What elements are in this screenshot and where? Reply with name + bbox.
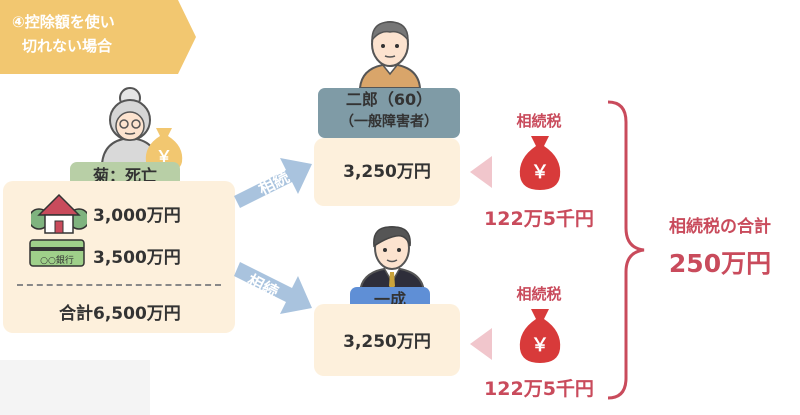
step-banner: ④控除額を使い 切れない場合	[0, 0, 200, 74]
kazunari-tax-yen-symbol: ￥	[531, 335, 549, 356]
jiro-tax-yen-symbol: ￥	[531, 162, 549, 183]
bankbook-icon: ○○銀行	[29, 239, 85, 267]
banner-line-1: ④控除額を使い	[12, 13, 115, 31]
grandmother-avatar-icon	[100, 87, 160, 165]
estate-total: 合計6,500万円	[59, 304, 181, 324]
banner-line-2: 切れない場合	[22, 37, 113, 55]
tax-pointer-upper-icon	[470, 156, 492, 188]
total-brace	[607, 100, 645, 400]
total-tax-amount: 250万円	[668, 249, 772, 278]
kazunari-tax-money-bag-icon: ￥	[519, 309, 561, 363]
jiro-name: 二郎（60）	[345, 90, 433, 109]
inherit-arrow-down: 相続	[234, 262, 312, 314]
jiro-avatar-icon	[358, 21, 422, 88]
asset-house-amount: 3,000万円	[93, 206, 181, 226]
estate-divider	[17, 284, 221, 286]
kazunari-avatar-icon	[358, 226, 426, 292]
bankbook-label: ○○銀行	[40, 254, 74, 266]
money-bag-symbol: ￥	[156, 147, 172, 166]
jiro-name-tag: 二郎（60） （一般障害者）	[318, 88, 460, 138]
kazunari-inherited-amount: 3,250万円	[314, 304, 460, 376]
jiro-note: （一般障害者）	[340, 114, 438, 130]
total-tax-label: 相続税の合計	[669, 217, 771, 237]
jiro-inherited-amount: 3,250万円	[314, 138, 460, 206]
banner-shape	[0, 0, 196, 74]
house-icon	[31, 193, 87, 234]
kazunari-tax-amount: 122万5千円	[484, 378, 594, 400]
inherit-label-lower: 相続	[244, 271, 281, 302]
tax-pointer-lower-icon	[470, 328, 492, 360]
inherit-arrow-up: 相続	[234, 158, 312, 208]
jiro-tax-label: 相続税	[516, 112, 562, 130]
asset-bank-amount: 3,500万円	[93, 248, 181, 268]
faded-caption-area	[0, 360, 150, 415]
jiro-tax-money-bag-icon: ￥	[519, 136, 561, 190]
kazunari-tax-label: 相続税	[516, 285, 562, 303]
jiro-tax-amount: 122万5千円	[484, 208, 594, 230]
estate-box: 3,000万円 ○○銀行 3,500万円 合計6,500万円	[3, 181, 235, 333]
banner-title: ④控除額を使い 切れない場合	[12, 10, 162, 58]
